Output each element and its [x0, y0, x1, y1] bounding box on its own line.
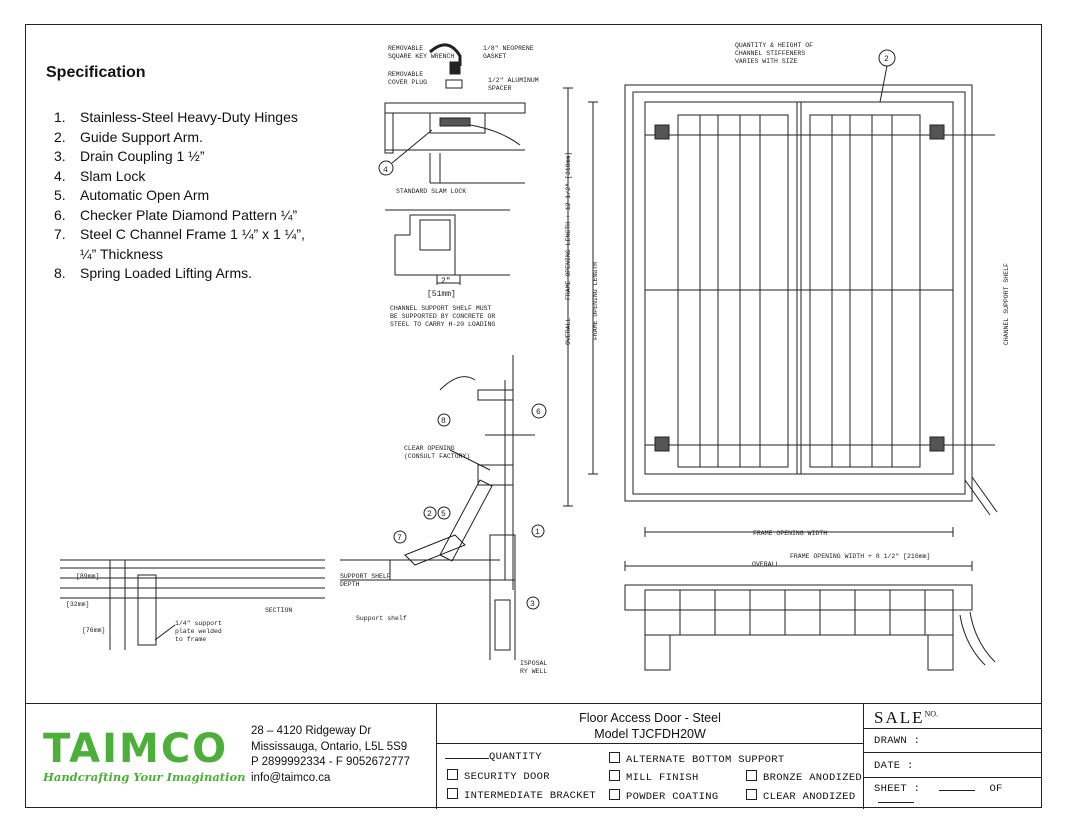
no-label: NO.: [924, 709, 939, 719]
checkbox[interactable]: [746, 789, 757, 800]
title-block: TAIMCO Handcrafting Your Imagination 28 …: [25, 703, 1042, 809]
callout-5: 5: [441, 510, 446, 519]
company-address: 28 – 4120 Ridgeway Dr Mississauga, Ontar…: [251, 725, 411, 784]
channel-shelf-label: CHANNEL SUPPORT SHELF: [1003, 263, 1010, 345]
callout-6: 6: [536, 408, 541, 417]
checkbox[interactable]: [746, 770, 757, 781]
spec-item: 2.Guide Support Arm.: [54, 128, 203, 145]
frame-length-label: FRAME OPENING LENGTH: [592, 262, 599, 340]
checkbox[interactable]: [609, 752, 620, 763]
mill-finish-option: MILL FINISH: [609, 770, 699, 784]
dim-51mm: [51mm]: [427, 290, 456, 299]
spec-item: 6.Checker Plate Diamond Pattern ¼”: [54, 206, 298, 223]
dim-32mm: [32mm]: [66, 601, 89, 608]
clear-anodized-option: CLEAR ANODIZED: [746, 789, 855, 803]
checkbox[interactable]: [609, 789, 620, 800]
frame-width-plus-label: FRAME OPENING WIDTH + 8 1/2" [216mm]: [790, 553, 930, 560]
callout-2: 2: [427, 510, 432, 519]
bronze-anodized-option: BRONZE ANODIZED: [746, 770, 862, 784]
clear-opening-label: CLEAR OPENING(CONSULT FACTORY): [404, 445, 470, 460]
overall-width-label: OVERALL: [752, 561, 779, 568]
frame-length-plus-label: FRAME OPENING LENGTH + 12 1/2" [318mm]: [565, 152, 572, 300]
company-tagline: Handcrafting Your Imagination: [43, 770, 246, 784]
checkbox[interactable]: [447, 769, 458, 780]
callout-2-plan: 2: [884, 55, 889, 64]
sale-cell: SALENO. DRAWN : DATE : SHEET : OF: [863, 704, 1042, 809]
spec-item: 4.Slam Lock: [54, 167, 146, 184]
company-logo: TAIMCO: [43, 726, 228, 772]
product-cell: Floor Access Door - Steel Model TJCFDH20…: [436, 704, 863, 809]
sale-label: SALE: [874, 708, 925, 727]
product-title: Floor Access Door - Steel: [579, 711, 721, 725]
intermediate-bracket-option: INTERMEDIATE BRACKET: [447, 788, 596, 802]
checkbox[interactable]: [447, 788, 458, 799]
spec-item: 8.Spring Loaded Lifting Arms.: [54, 265, 252, 281]
quantity-label: QUANTITY: [445, 751, 542, 763]
drawn-label: DRAWN :: [874, 735, 921, 747]
dim-2in: 2": [441, 277, 451, 286]
specification-title: Specification: [46, 64, 146, 81]
support-shelf-label: Support shelf: [356, 615, 407, 622]
spec-item: 5.Automatic Open Arm: [54, 187, 210, 203]
callout-4: 4: [383, 166, 388, 175]
spec-item: 3.Drain Coupling 1 ½”: [54, 148, 205, 164]
company-cell: TAIMCO Handcrafting Your Imagination 28 …: [25, 704, 436, 809]
slam-lock-label: STANDARD SLAM LOCK: [396, 188, 466, 195]
section-label: SECTION: [265, 607, 292, 614]
callout-3: 3: [530, 600, 535, 609]
drawing-sheet-border: [25, 24, 1042, 808]
spec-item: 7.Steel C Channel Frame 1 ¼” x 1 ¼”,: [54, 226, 305, 242]
spec-item: 1.Stainless-Steel Heavy-Duty Hinges: [54, 109, 298, 125]
dim-76mm: [76mm]: [82, 627, 105, 634]
logo-wordmark: TAIMCO: [43, 726, 229, 772]
specification-list: 1.Stainless-Steel Heavy-Duty Hinges 2.Gu…: [54, 108, 305, 284]
arm-section-detail: 8 6 2 5 7 1 3 CLEAR OPENING(CONSULT FACT…: [340, 355, 547, 675]
date-label: DATE :: [874, 760, 914, 772]
callout-8: 8: [441, 417, 446, 426]
callout-7: 7: [397, 534, 402, 543]
elevation-view: [624, 584, 996, 671]
alternate-support-option: ALTERNATE BOTTOM SUPPORT: [609, 752, 784, 766]
checkbox[interactable]: [609, 770, 620, 781]
dim-89mm: [89mm]: [76, 573, 99, 580]
spec-item: ¼” Thickness: [80, 245, 163, 262]
security-door-option: SECURITY DOOR: [447, 769, 550, 783]
overall-length-label: OVERALL: [565, 318, 572, 345]
powder-coating-option: POWDER COATING: [609, 789, 718, 803]
sheet-field: SHEET : OF: [874, 783, 1042, 807]
callout-1: 1: [535, 528, 540, 537]
product-model: Model TJCFDH20W: [594, 727, 706, 741]
frame-width-label: FRAME OPENING WIDTH: [753, 530, 827, 537]
